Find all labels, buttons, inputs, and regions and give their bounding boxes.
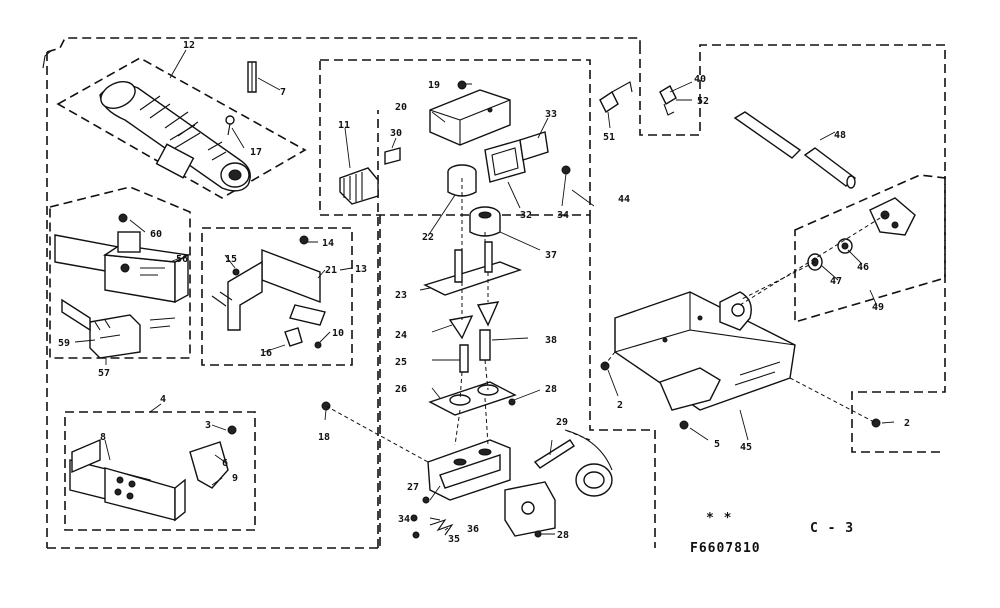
callout-40: 40 bbox=[694, 74, 706, 85]
callout-3: 3 bbox=[205, 420, 211, 431]
valve-body bbox=[427, 439, 556, 537]
callout-35: 35 bbox=[448, 534, 460, 545]
callout-56: 56 bbox=[176, 254, 188, 265]
callout-9: 9 bbox=[232, 473, 238, 484]
part-46-nut bbox=[837, 238, 853, 254]
manual-knob-29 bbox=[533, 429, 613, 497]
alignment-lines bbox=[325, 178, 886, 463]
rod-48 bbox=[733, 111, 857, 189]
callout-47: 47 bbox=[830, 276, 842, 287]
callout-15: 15 bbox=[225, 254, 237, 265]
group-box-4 bbox=[64, 411, 256, 531]
part-2-screw bbox=[600, 361, 881, 428]
part-27-screw bbox=[422, 496, 430, 504]
part-60-screw bbox=[118, 213, 128, 223]
callout-33: 33 bbox=[545, 109, 557, 120]
module-59-block bbox=[61, 298, 176, 359]
callout-25-right: 25 bbox=[222, 0, 234, 3]
callout-25: 25 bbox=[395, 357, 407, 368]
callout-48: 48 bbox=[834, 130, 846, 141]
callout-28-upper: 28 bbox=[545, 384, 557, 395]
callout-38: 38 bbox=[545, 335, 557, 346]
outer-boundary bbox=[46, 37, 946, 549]
callout-11: 11 bbox=[338, 120, 350, 131]
part-17-screw bbox=[225, 115, 235, 136]
callout-20: 20 bbox=[395, 102, 407, 113]
solenoid-11 bbox=[339, 167, 379, 205]
part-5-screw bbox=[679, 420, 689, 430]
callout-14: 14 bbox=[322, 238, 334, 249]
callout-34: 34 bbox=[557, 210, 569, 221]
sheet-number: C - 3 bbox=[810, 521, 854, 536]
callout-7: 7 bbox=[280, 87, 286, 98]
terminal-strip-assembly bbox=[69, 425, 237, 522]
callout-4: 4 bbox=[160, 394, 166, 405]
callout-2-right: 2 bbox=[904, 418, 910, 429]
valve-bracket-20 bbox=[429, 80, 511, 146]
module-56-housing bbox=[54, 231, 191, 304]
part-33-pad bbox=[519, 131, 549, 161]
callout-23: 23 bbox=[395, 290, 407, 301]
callout-51: 51 bbox=[603, 132, 615, 143]
callout-2-left: 2 bbox=[617, 400, 623, 411]
callout-28-lower: 28 bbox=[557, 530, 569, 541]
part-51-plug bbox=[599, 81, 633, 114]
mounting-bracket-45 bbox=[614, 291, 796, 411]
part-7-clip bbox=[247, 61, 257, 93]
callout-8: 8 bbox=[100, 432, 106, 443]
callout-45: 45 bbox=[740, 442, 752, 453]
callout-57: 57 bbox=[98, 368, 110, 379]
part-36-screw bbox=[410, 514, 420, 539]
callout-27: 27 bbox=[407, 482, 419, 493]
bracket-13-assembly bbox=[211, 235, 326, 349]
callout-labels: 12 7 17 19 20 11 30 33 32 34 22 37 23 24… bbox=[58, 0, 910, 545]
group-box-49 bbox=[794, 174, 946, 324]
part-40-52-fitting bbox=[659, 85, 677, 116]
part-28-screw bbox=[508, 398, 542, 538]
callout-17: 17 bbox=[250, 147, 262, 158]
callout-59: 59 bbox=[58, 338, 70, 349]
callout-22: 22 bbox=[422, 232, 434, 243]
coupling-49 bbox=[869, 197, 916, 236]
part-34-screw bbox=[561, 165, 571, 175]
drawing-marks: * * bbox=[706, 511, 732, 526]
callout-60: 60 bbox=[150, 229, 162, 240]
corner-hook bbox=[42, 49, 53, 69]
callout-26: 26 bbox=[395, 384, 407, 395]
callout-52: 52 bbox=[697, 96, 709, 107]
callout-19: 19 bbox=[428, 80, 440, 91]
callout-6: 6 bbox=[222, 458, 228, 469]
callout-12: 12 bbox=[183, 40, 195, 51]
gasket-26 bbox=[428, 381, 517, 416]
callout-37: 37 bbox=[545, 250, 557, 261]
callout-36: 36 bbox=[467, 524, 479, 535]
center-boundary bbox=[319, 59, 656, 548]
callout-10: 10 bbox=[332, 328, 344, 339]
callout-29: 29 bbox=[556, 417, 568, 428]
part-30-tab bbox=[384, 147, 401, 165]
callout-49: 49 bbox=[872, 302, 884, 313]
plate-23 bbox=[423, 241, 523, 296]
group-box-13 bbox=[201, 227, 353, 366]
gasket-32 bbox=[484, 139, 526, 183]
callout-13: 13 bbox=[355, 264, 367, 275]
spring-25 bbox=[459, 329, 491, 373]
callout-16: 16 bbox=[260, 348, 272, 359]
burner-tube-assembly bbox=[99, 81, 251, 192]
callout-46: 46 bbox=[857, 262, 869, 273]
callout-18: 18 bbox=[318, 432, 330, 443]
callout-32: 32 bbox=[520, 210, 532, 221]
callout-30: 30 bbox=[390, 128, 402, 139]
diaphragm-24 bbox=[448, 301, 500, 340]
coil-37 bbox=[469, 206, 501, 237]
callout-21: 21 bbox=[325, 265, 337, 276]
callout-5: 5 bbox=[714, 439, 720, 450]
callout-24: 24 bbox=[395, 330, 407, 341]
part-35-spring bbox=[429, 518, 454, 536]
callout-44: 44 bbox=[618, 194, 630, 205]
callout-34-lower: 34 bbox=[398, 514, 410, 525]
leader-lines bbox=[74, 49, 895, 535]
drawing-code: F6607810 bbox=[690, 541, 761, 556]
